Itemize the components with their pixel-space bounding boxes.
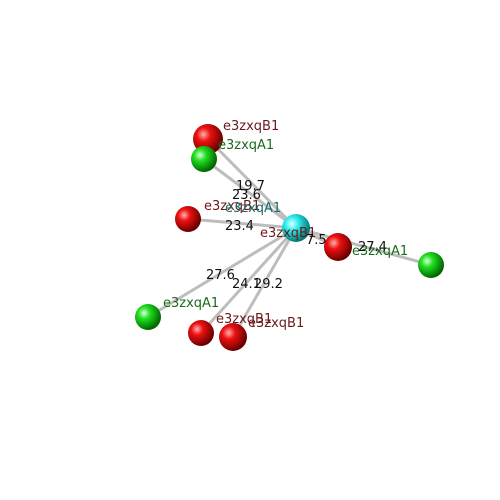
atom-label: e3zxqB1 bbox=[216, 312, 272, 327]
atom-b-4[interactable] bbox=[188, 320, 214, 346]
bond-2 bbox=[203, 157, 297, 230]
atom-label: e3zxqA1 bbox=[352, 244, 408, 259]
bonds bbox=[147, 137, 432, 338]
atoms bbox=[135, 124, 444, 351]
atom-label: e3zxqA1 bbox=[163, 296, 219, 311]
distance-label: 29.2 bbox=[254, 277, 283, 292]
atom-a-1[interactable] bbox=[191, 146, 217, 172]
distance-label: 24.1 bbox=[232, 277, 261, 292]
atom-b-3[interactable] bbox=[324, 233, 352, 261]
atom-label: e3zxqB1 bbox=[223, 119, 279, 134]
atom-label: e3zxqA1 bbox=[218, 138, 274, 153]
distance-label: 7.5 bbox=[306, 233, 327, 248]
atom-center[interactable] bbox=[282, 214, 310, 242]
bond-1 bbox=[206, 137, 298, 230]
distance-label: 23.4 bbox=[225, 219, 254, 234]
atom-label: e3zxqB1 bbox=[204, 199, 260, 214]
atom-b-2[interactable] bbox=[175, 206, 201, 232]
distance-label: 27.4 bbox=[358, 240, 387, 255]
bond-7 bbox=[199, 226, 298, 335]
atom-label: e3zxqB1 bbox=[248, 316, 304, 331]
bond-5 bbox=[295, 226, 432, 267]
distance-label: 27.6 bbox=[206, 268, 235, 283]
atom-labels: e3zxqB1 e3zxqA1 e3zxqB1 e3zxqA1 e3zxqB1 … bbox=[163, 119, 408, 331]
bond-3 bbox=[187, 217, 297, 230]
distance-labels: 19.7 23.6 23.4 7.5 27.4 27.6 24.1 29.2 bbox=[206, 179, 387, 292]
atom-label: e3zxqB1 bbox=[260, 226, 316, 241]
distance-label: 23.6 bbox=[232, 188, 261, 203]
atom-a-3[interactable] bbox=[135, 304, 161, 330]
atom-b-5[interactable] bbox=[219, 323, 247, 351]
distance-label: 19.7 bbox=[236, 179, 265, 194]
bond-6 bbox=[147, 226, 297, 319]
bond-8 bbox=[231, 227, 298, 338]
atom-a-2[interactable] bbox=[418, 252, 444, 278]
center-atom-label: e3zxqA1 bbox=[225, 201, 281, 216]
